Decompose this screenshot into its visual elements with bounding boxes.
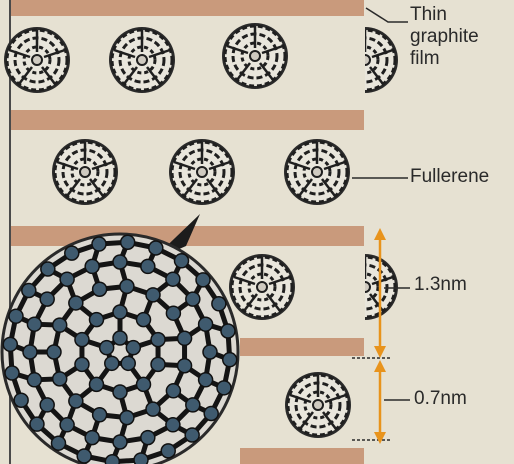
interlayer-spacing-label: 1.3nm: [414, 274, 467, 296]
carbon-atom: [75, 357, 89, 371]
carbon-atom: [100, 341, 114, 355]
carbon-atom: [14, 393, 28, 407]
carbon-atom: [93, 408, 107, 422]
film-leader-line: [366, 8, 408, 22]
graphite-layer: [240, 448, 364, 464]
carbon-atom: [30, 417, 44, 431]
carbon-atom: [113, 331, 127, 345]
carbon-atom: [151, 357, 165, 371]
carbon-atom: [204, 407, 218, 421]
carbon-atom: [9, 309, 23, 323]
graphite-layer: [10, 110, 364, 130]
carbon-atom: [120, 411, 134, 425]
carbon-atom: [120, 279, 134, 293]
carbon-atom: [40, 398, 54, 412]
carbon-atom: [53, 318, 67, 332]
fullerene-closeup-illustration: [2, 234, 238, 464]
carbon-atom: [105, 455, 119, 464]
carbon-atom: [166, 384, 180, 398]
fullerene-molecule-icon: [169, 139, 235, 205]
fullerene-molecule-icon: [4, 27, 70, 93]
fullerene-molecule-icon: [222, 23, 288, 89]
carbon-atom: [69, 296, 83, 310]
carbon-atom: [27, 373, 41, 387]
carbon-atom: [92, 237, 106, 251]
carbon-atom: [196, 273, 210, 287]
carbon-atom: [89, 313, 103, 327]
carbon-atom: [178, 359, 192, 373]
carbon-atom: [93, 282, 107, 296]
carbon-atom: [146, 402, 160, 416]
carbon-atom: [212, 297, 226, 311]
fullerene-molecule-icon: [332, 27, 398, 93]
fullerene-molecule-icon: [332, 254, 398, 320]
carbon-atom: [69, 394, 83, 408]
carbon-atom: [27, 317, 41, 331]
carbon-atom: [137, 313, 151, 327]
carbon-atom: [113, 305, 127, 319]
carbon-atom: [113, 255, 127, 269]
carbon-atom: [175, 254, 189, 268]
carbon-atom: [217, 381, 231, 395]
fullerene-molecule-icon: [285, 372, 351, 438]
carbon-atom: [166, 306, 180, 320]
carbon-atom: [178, 331, 192, 345]
carbon-atom: [41, 262, 55, 276]
carbon-atom: [161, 444, 175, 458]
carbon-atom: [186, 292, 200, 306]
graphite-layer: [240, 338, 364, 356]
fullerene-molecule-icon: [229, 254, 295, 320]
carbon-atom: [151, 333, 165, 347]
carbon-atom: [85, 259, 99, 273]
carbon-atom: [113, 435, 127, 449]
fullerene-molecule-icon: [52, 139, 118, 205]
carbon-atom: [23, 345, 37, 359]
carbon-atom: [77, 449, 91, 463]
gap-spacing-label: 0.7nm: [414, 388, 467, 410]
carbon-atom: [134, 453, 148, 464]
fullerene-molecule-icon: [109, 27, 175, 93]
carbon-atom: [221, 324, 235, 338]
carbon-atom: [146, 288, 160, 302]
graphite-layer: [10, 0, 364, 16]
carbon-atom: [166, 272, 180, 286]
carbon-atom: [105, 356, 119, 370]
carbon-atom: [60, 418, 74, 432]
carbon-atom: [113, 385, 127, 399]
carbon-atom: [126, 341, 140, 355]
carbon-atom: [223, 353, 237, 367]
carbon-atom: [60, 272, 74, 286]
carbon-atom: [203, 345, 217, 359]
carbon-atom: [121, 356, 135, 370]
carbon-atom: [53, 372, 67, 386]
carbon-atom: [166, 418, 180, 432]
carbon-atom: [121, 235, 135, 249]
carbon-atom: [199, 373, 213, 387]
carbon-atom: [47, 345, 61, 359]
carbon-atom: [141, 259, 155, 273]
carbon-atom: [22, 283, 36, 297]
carbon-atom: [3, 337, 17, 351]
carbon-atom: [199, 317, 213, 331]
carbon-atom: [75, 333, 89, 347]
carbon-atom: [65, 246, 79, 260]
carbon-atom: [89, 377, 103, 391]
carbon-atom: [40, 292, 54, 306]
carbon-atom: [85, 431, 99, 445]
fullerene-label: Fullerene: [410, 166, 489, 188]
carbon-atom: [186, 398, 200, 412]
carbon-atom: [51, 436, 65, 450]
carbon-atom: [185, 428, 199, 442]
fullerene-molecule-icon: [284, 139, 350, 205]
thin-graphite-film-label: Thin graphite film: [410, 4, 510, 70]
carbon-atom: [141, 431, 155, 445]
carbon-atom: [5, 366, 19, 380]
carbon-atom: [137, 377, 151, 391]
carbon-atom: [149, 241, 163, 255]
